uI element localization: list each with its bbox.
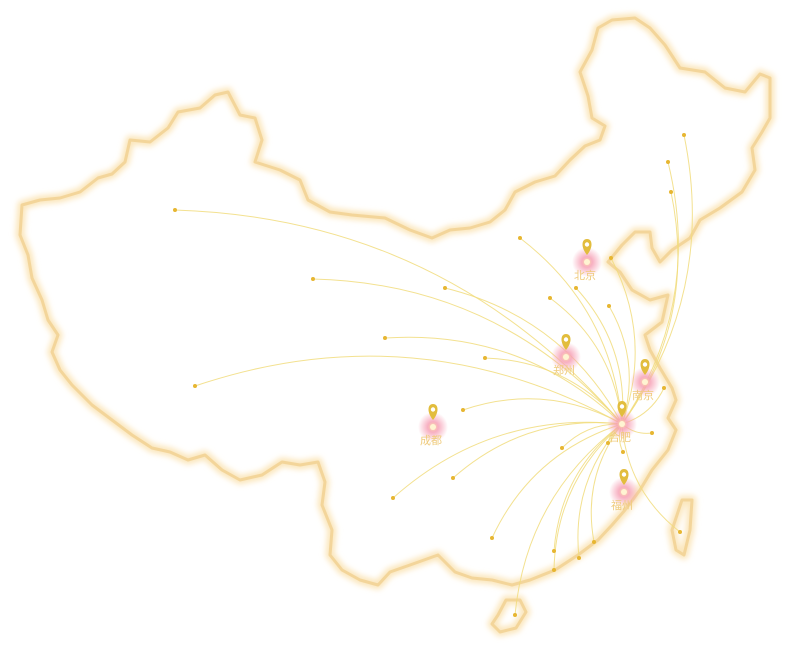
city-point [619,421,625,427]
city-label: 北京 [574,268,596,282]
city-point [621,489,627,495]
map-pin-icon [428,404,438,420]
origin-point [483,356,487,360]
map-pin-icon [617,401,627,417]
origin-point [490,536,494,540]
city-label: 合肥 [609,430,631,444]
origin-point [621,450,625,454]
origin-point [552,549,556,553]
map-pin-hole [430,407,436,412]
origin-point [311,277,315,281]
country-outline-line [18,16,772,634]
map-pin-hole [584,242,590,247]
map-pin-hole [619,404,625,409]
city-marker-hefei[interactable]: 合肥 [607,401,637,444]
flow-line [514,423,623,616]
city-marker-beijing[interactable]: 北京 [572,239,602,282]
origin-point [443,286,447,290]
city-label: 南京 [632,388,654,402]
map-pin-icon [640,359,650,375]
origin-point [518,236,522,240]
map-pin-icon [619,469,629,485]
city-marker-nanjing[interactable]: 南京 [630,359,660,402]
flow-line [553,423,623,552]
city-label: 郑州 [553,363,575,377]
flow-lines-layer [174,134,693,616]
map-pin-hole [642,362,648,367]
origin-point [592,540,596,544]
flow-line [312,278,623,425]
flow-line [621,191,679,425]
origin-point [173,208,177,212]
country-outline [15,13,775,637]
origin-point [666,160,670,164]
flow-line [519,237,623,425]
origin-point [669,190,673,194]
flow-line [484,357,623,425]
map-pin-hole [621,472,627,477]
origin-point [451,476,455,480]
origin-point [574,286,578,290]
map-pin-icon [561,334,571,350]
flow-line [553,423,623,571]
origin-point [609,256,613,260]
origin-point [607,304,611,308]
city-point [430,424,436,430]
map-pin-hole [563,337,569,342]
city-label: 福州 [611,498,633,512]
flow-line [462,398,623,425]
city-marker-zhengzhou[interactable]: 郑州 [551,334,581,377]
flow-line [384,336,623,425]
origin-point [461,408,465,412]
flow-line [444,287,623,425]
flow-line [577,423,623,559]
flow-line [392,421,623,499]
origin-points-layer [173,133,686,617]
origin-point [678,530,682,534]
origin-point [548,296,552,300]
origin-point [383,336,387,340]
city-marker-fuzhou[interactable]: 福州 [609,469,639,512]
origin-point [513,613,517,617]
flow-line [610,257,636,425]
city-marker-chengdu[interactable]: 成都 [418,404,448,447]
city-label: 成都 [420,434,442,447]
city-point [584,259,590,265]
origin-point [193,384,197,388]
origin-point [682,133,686,137]
origin-point [577,556,581,560]
flow-line [491,423,623,539]
flow-line [174,209,623,425]
origin-point [560,446,564,450]
city-point [563,354,569,360]
origin-point [391,496,395,500]
origin-point [662,386,666,390]
origin-point [552,568,556,572]
city-point [642,379,648,385]
flow-line [194,355,623,425]
origin-point [606,441,610,445]
origin-point [650,431,654,435]
map-pin-icon [582,239,592,255]
